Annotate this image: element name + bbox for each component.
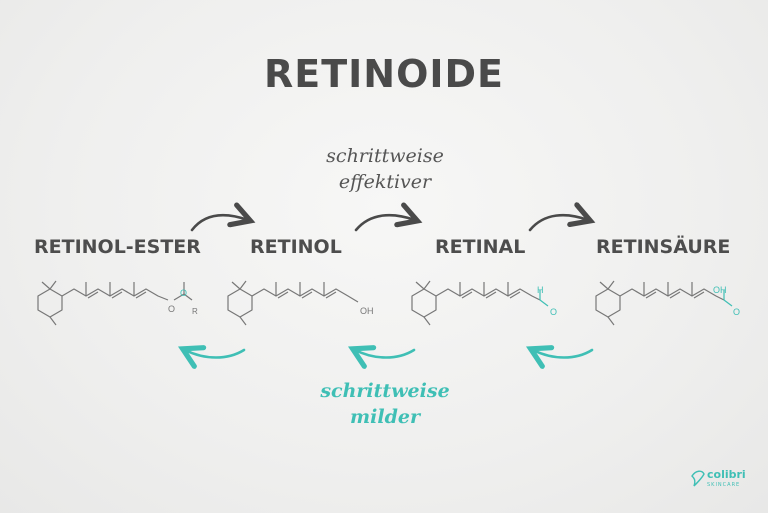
mildness-note-line2: milder (350, 406, 420, 428)
arrow-retinol-to-retinal (354, 215, 415, 232)
ester-oxygen-label: O (168, 304, 175, 314)
compound-label-retinal: RETINAL (435, 236, 526, 258)
structure-retinol-ester (37, 280, 193, 326)
structure-retinsaeure (595, 280, 733, 326)
ester-r-label: R (192, 307, 198, 316)
mildness-note: schrittweise milder (300, 378, 470, 430)
retinal-oxygen-label: O (550, 307, 557, 317)
retinsaeure-oxygen-label: O (733, 307, 740, 317)
arrow-retinsaeure-to-retinal (533, 350, 594, 358)
effectiveness-note: schrittweise effektiver (300, 143, 470, 195)
arrow-retinal-to-retinsaeure (528, 215, 588, 232)
arrow-ester-to-retinol (190, 215, 248, 232)
structure-retinol (227, 280, 359, 326)
retinal-h-label: H (537, 285, 544, 295)
ester-carbonyl-label: O (180, 288, 187, 298)
compound-label-retinol: RETINOL (250, 236, 342, 258)
structure-retinal (411, 280, 549, 326)
brand-subtitle: SKINCARE (707, 482, 741, 488)
colibri-logo-icon (691, 470, 705, 487)
arrow-retinol-to-ester (185, 350, 246, 358)
retinsaeure-oh-label: OH (713, 285, 727, 295)
compound-label-retinsaeure: RETINSÄURE (596, 236, 731, 258)
mildness-note-line1: schrittweise (320, 380, 450, 402)
compound-label-retinol-ester: RETINOL-ESTER (34, 236, 201, 258)
retinol-oh-label: OH (360, 306, 374, 316)
brand-name: colibri (707, 468, 746, 481)
effectiveness-note-line1: schrittweise (326, 145, 444, 167)
arrow-retinal-to-retinol (355, 350, 416, 358)
effectiveness-note-line2: effektiver (338, 171, 432, 193)
page-title: RETINOIDE (263, 52, 505, 96)
